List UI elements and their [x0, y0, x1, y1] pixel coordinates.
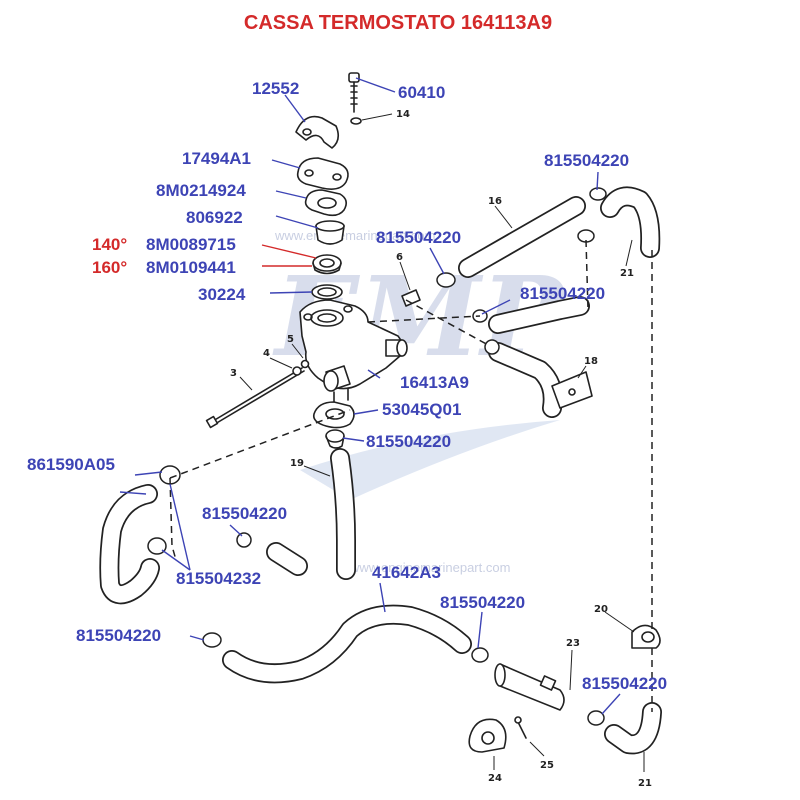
fitting-6: 6 — [396, 252, 421, 307]
label-815504220-lower-left: 815504220 — [76, 626, 161, 645]
callout-24: 24 — [488, 773, 502, 784]
washer-14: 14 — [350, 109, 410, 125]
hose-19: 19 — [290, 448, 356, 580]
label-815504220-lower-right: 815504220 — [582, 674, 667, 693]
bolt-60410 — [348, 72, 360, 113]
label-temp-140: 140° — [92, 235, 127, 254]
label-17494A1: 17494A1 — [182, 149, 251, 168]
label-41642A3: 41642A3 — [372, 563, 441, 582]
clamps-left-hose — [147, 465, 181, 555]
label-815504220-lower-mid: 815504220 — [440, 593, 525, 612]
label-815504220-mid: 815504220 — [376, 228, 461, 247]
clamp-20: 20 — [594, 604, 661, 649]
callout-4: 4 — [263, 348, 270, 359]
callout-21-top: 21 — [620, 268, 634, 279]
page-title: CASSA TERMOSTATO 164113A9 — [244, 12, 552, 34]
label-8M0089715: 8M0089715 — [146, 235, 236, 254]
callout-18: 18 — [584, 356, 598, 367]
hose-21-lower: 21 — [587, 702, 662, 789]
watermark-swoosh — [300, 420, 560, 500]
label-30224: 30224 — [198, 285, 246, 304]
callout-6: 6 — [396, 252, 403, 263]
assembly-dashed-lines — [169, 239, 653, 712]
label-815504220-mid-left: 815504220 — [202, 504, 287, 523]
bracket-24: 24 — [468, 718, 507, 784]
callout-14: 14 — [396, 109, 410, 120]
bracket-12552 — [295, 115, 340, 149]
nut-4-washer-5: 4 5 — [263, 334, 310, 376]
hose-861590A05 — [99, 484, 160, 605]
screw-25: 25 — [514, 716, 554, 771]
clamp-mid-left — [236, 532, 308, 576]
label-8M0109441: 8M0109441 — [146, 258, 236, 277]
hose-21-upper: 21 — [600, 186, 661, 279]
label-815504220-under-housing: 815504220 — [366, 432, 451, 451]
callout-21-bottom: 21 — [638, 778, 652, 789]
label-815504220-top-right: 815504220 — [544, 151, 629, 170]
part-labels: 12552 60410 17494A1 8M0214924 806922 140… — [27, 79, 667, 693]
label-16413A9: 16413A9 — [400, 373, 469, 392]
label-861590A05: 861590A05 — [27, 455, 115, 474]
label-806922: 806922 — [186, 208, 243, 227]
watermark-url-bottom: www.enginemarinepart.com — [349, 560, 510, 575]
callout-19: 19 — [290, 458, 304, 469]
label-60410: 60410 — [398, 83, 445, 102]
sleeve-806922 — [315, 220, 345, 245]
thermostat — [312, 254, 342, 275]
callout-5: 5 — [287, 334, 294, 345]
leader-lines — [119, 77, 621, 715]
drawing: 14 — [99, 72, 662, 789]
clamp-under-housing — [325, 429, 345, 449]
thermostat-housing — [299, 299, 408, 405]
label-815504232: 815504232 — [176, 569, 261, 588]
long-bolt-3: 3 — [205, 367, 305, 429]
callout-25: 25 — [540, 760, 554, 771]
gasket-53045Q01 — [312, 401, 355, 429]
label-8M0214924: 8M0214924 — [156, 181, 246, 200]
callout-16: 16 — [488, 196, 502, 207]
label-815504220-right: 815504220 — [520, 284, 605, 303]
gasket-30224 — [311, 284, 343, 300]
cover-17494A1 — [296, 157, 349, 190]
callout-23: 23 — [566, 638, 580, 649]
watermark-url-top: www.enginemarinepart.com — [274, 228, 435, 243]
callout-20: 20 — [594, 604, 608, 615]
hose-41642A3 — [202, 604, 489, 684]
label-temp-160: 160° — [92, 258, 127, 277]
label-53045Q01: 53045Q01 — [382, 400, 461, 419]
hose-16: 16 — [458, 196, 586, 278]
pipe-18: 18 — [484, 296, 598, 418]
gasket-8M0214924 — [304, 189, 348, 217]
label-12552: 12552 — [252, 79, 299, 98]
fitting-23: 23 — [494, 638, 580, 711]
callout-3: 3 — [230, 368, 237, 379]
